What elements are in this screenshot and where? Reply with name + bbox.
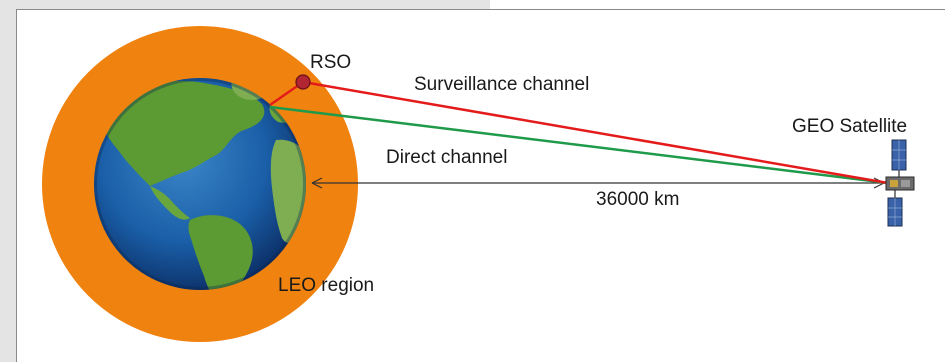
leo-region-label: LEO region — [278, 275, 375, 296]
north-america-landmass — [100, 81, 265, 186]
distance-arrow — [311, 177, 885, 189]
rso-marker — [295, 74, 311, 90]
south-america-landmass — [188, 215, 253, 290]
geo-satellite-icon — [885, 139, 915, 227]
central-america-landmass — [150, 186, 190, 220]
distance-label: 36000 km — [596, 189, 680, 210]
earth-globe — [94, 78, 306, 290]
geo-satellite-label: GEO Satellite — [792, 116, 908, 137]
top-gray-strip — [0, 0, 490, 9]
direct-channel-line — [269, 105, 889, 185]
surveillance-channel-label: Surveillance channel — [414, 74, 590, 95]
direct-channel-label: Direct channel — [386, 147, 508, 168]
top-white-strip — [490, 0, 945, 9]
rso-label: RSO — [310, 52, 352, 73]
